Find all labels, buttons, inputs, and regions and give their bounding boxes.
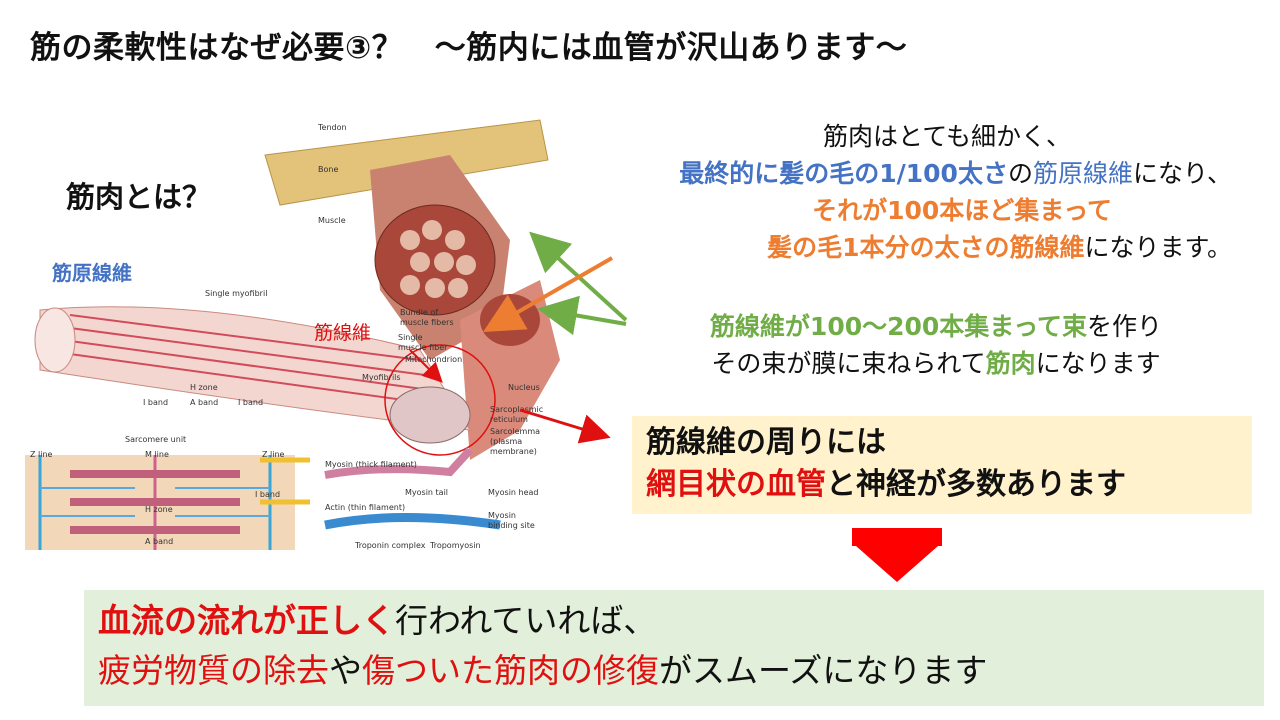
actin-label: Actin (thin filament)	[325, 503, 405, 512]
conclusion-box: 血流の流れが正しく行われていれば、 疲労物質の除去や傷ついた筋肉の修復がスムーズ…	[84, 590, 1264, 706]
bundle-label: Bundle of	[400, 308, 438, 317]
hzone-label-2: H zone	[145, 505, 173, 514]
myosin-label: Myosin (thick filament)	[325, 460, 417, 469]
single-myofibril-label: Single myofibril	[205, 289, 267, 298]
description-block: 筋肉はとても細かく、 最終的に髪の毛の1/100太さの筋原線維になり、 それが1…	[542, 118, 1232, 266]
desc-l6-start: その束が膜に束ねられて	[711, 349, 986, 378]
myofibrils-label: Myofibrils	[362, 373, 401, 382]
bone-label: Bone	[318, 165, 338, 174]
blood-vessel-box: 筋線維の周りには 網目状の血管と神経が多数あります	[632, 416, 1252, 514]
fascicle-pattern	[400, 220, 476, 298]
actin-molecule	[324, 513, 501, 530]
myofibril-end	[34, 307, 76, 373]
sarcolemma-label-3: membrane)	[490, 447, 537, 456]
box2-line-2: 疲労物質の除去や傷ついた筋肉の修復がスムーズになります	[98, 646, 1250, 696]
desc-l6-end: になります	[1035, 349, 1161, 378]
desc-line-6: その束が膜に束ねられて筋肉になります	[636, 345, 1236, 382]
iband-label-3: I band	[255, 490, 280, 499]
muscle-anatomy-illustration: Tendon Bone Muscle Bundle of muscle fibe…	[25, 119, 560, 550]
box2-l2-fatigue: 疲労物質の除去	[98, 651, 329, 690]
sarcomere-label: Sarcomere unit	[125, 435, 186, 444]
myosin-filaments	[70, 470, 240, 534]
box2-l2-ya: や	[329, 651, 362, 690]
green-arrow-1	[529, 231, 628, 322]
mitochondrion-label: Mitochondrion	[405, 355, 462, 364]
box1-line-1: 筋線維の周りには	[646, 425, 886, 460]
aband-label-2: A band	[145, 537, 173, 546]
single-fiber-label-2: muscle fiber	[398, 343, 448, 352]
actin-filaments	[40, 487, 270, 517]
bone-shape	[264, 119, 549, 206]
tendon-label: Tendon	[317, 123, 347, 132]
myosin-head-label: Myosin head	[488, 488, 539, 497]
myosin-binding-label-2: binding site	[488, 521, 535, 530]
myofibril-label: 筋原線維	[52, 261, 132, 285]
green-arrow-2	[537, 295, 627, 336]
myofibril-stripes	[69, 314, 441, 406]
troponin-label: Troponin complex	[354, 541, 426, 550]
desc-line-4: 髪の毛1本分の太さの筋線維になります。	[542, 229, 1232, 266]
box1-emph: 網目状の血管	[646, 467, 826, 502]
sr-label: Sarcoplasmic	[490, 405, 543, 414]
desc-line-1: 筋肉はとても細かく、	[822, 122, 1071, 151]
slide-title: 筋の柔軟性はなぜ必要③？ ～筋内には血管が沢山あります～	[30, 30, 908, 66]
desc-l2-emph: 最終的に髪の毛の1/100太さ	[679, 159, 1008, 188]
desc-l2-of: の	[1007, 159, 1033, 188]
desc-l5-emph: 筋線維が100～200本集まって束	[709, 312, 1088, 341]
myosin-molecule	[324, 447, 473, 479]
single-fiber-label: Single	[398, 333, 423, 342]
mline-label: M line	[145, 450, 169, 459]
sr-label-2: reticulum	[490, 415, 528, 424]
sarcolemma-label-2: (plasma	[490, 437, 522, 446]
desc-line-3: それが100本ほど集まって	[812, 196, 1112, 225]
muscle-label: Muscle	[318, 216, 346, 225]
sarcolemma-label: Sarcolemma	[490, 427, 540, 436]
desc-line-5: 筋線維が100～200本集まって束を作り	[636, 308, 1236, 345]
desc-l5-end: を作り	[1087, 312, 1163, 341]
question-heading: 筋肉とは？	[66, 180, 212, 214]
iband-label-2: I band	[238, 398, 263, 407]
bundle-label-2: muscle fibers	[400, 318, 454, 327]
zline-label-2: Z line	[262, 450, 285, 459]
box2-l1-emph: 血流の流れが正しく	[98, 601, 395, 640]
single-fiber-section	[389, 386, 471, 444]
box2-l1-end: 行われていれば、	[395, 601, 657, 640]
box2-l2-end: がスムーズになります	[659, 651, 988, 690]
desc-l4-emph: 髪の毛1本分の太さの筋線維	[767, 233, 1085, 262]
box1-end: と神経が多数あります	[826, 467, 1126, 502]
desc-l6-muscle: 筋肉	[985, 349, 1036, 378]
desc-l2-myofibril: 筋原線維	[1032, 159, 1133, 188]
muscle-fiber-label: 筋線維	[314, 322, 372, 344]
desc-line-2: 最終的に髪の毛の1/100太さの筋原線維になり、	[542, 155, 1232, 192]
zline-label: Z line	[30, 450, 53, 459]
red-arrow	[519, 408, 611, 444]
box2-l2-repair: 傷ついた筋肉の修復	[362, 651, 659, 690]
orange-arrow	[483, 256, 613, 332]
desc-l2-end: になり、	[1132, 159, 1232, 188]
nucleus-label: Nucleus	[508, 383, 540, 392]
tropomyosin-label: Tropomyosin	[429, 541, 481, 550]
myosin-binding-label: Myosin	[488, 511, 516, 520]
fiber-highlight-circle	[384, 344, 496, 456]
desc-l4-end: になります。	[1084, 233, 1232, 262]
bundle-description: 筋線維が100～200本集まって束を作り その束が膜に束ねられて筋肉になります	[636, 308, 1236, 382]
aband-label: A band	[190, 398, 218, 407]
down-arrow-icon	[852, 528, 942, 582]
box1-line-2: 網目状の血管と神経が多数あります	[646, 464, 1238, 506]
myosin-tail-label: Myosin tail	[405, 488, 448, 497]
box2-line-1: 血流の流れが正しく行われていれば、	[98, 596, 1250, 646]
iband-label: I band	[143, 398, 168, 407]
hzone-label: H zone	[190, 383, 218, 392]
red-pointer-arrow	[409, 349, 443, 383]
